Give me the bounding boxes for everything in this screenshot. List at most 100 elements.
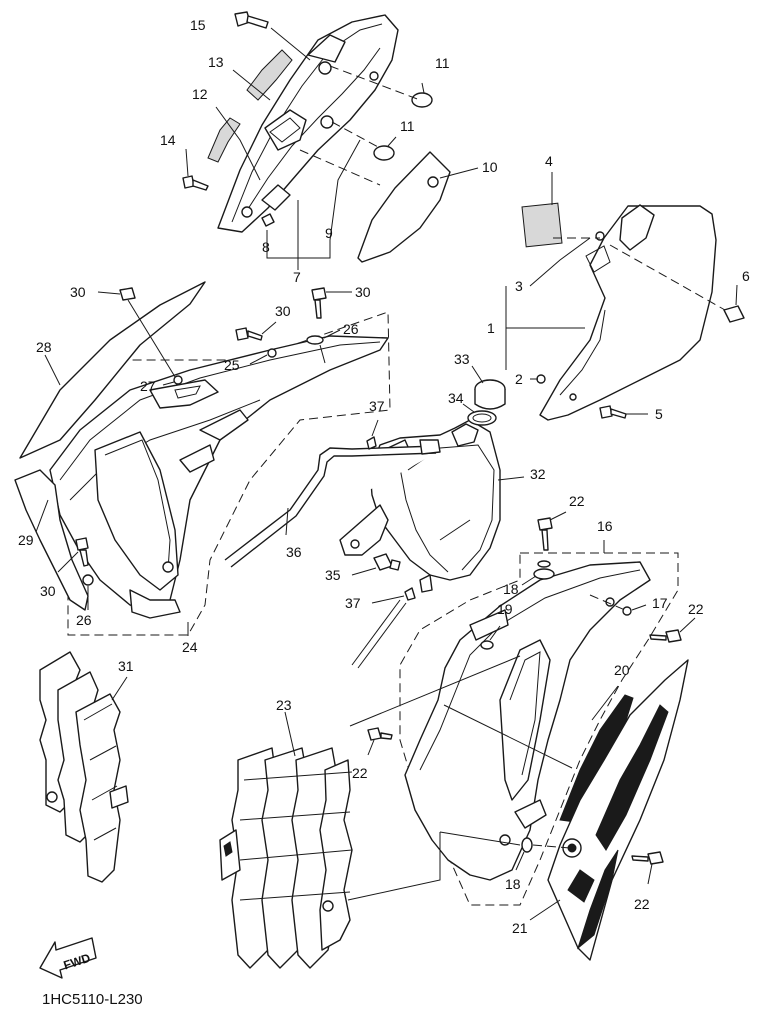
callout-26a: 26 xyxy=(343,321,359,337)
sheet-4 xyxy=(521,202,563,248)
callout-17: 17 xyxy=(652,595,668,611)
seal-13 xyxy=(246,49,293,101)
seal-34 xyxy=(462,403,497,426)
callout-1: 1 xyxy=(487,320,495,336)
cover-leaders xyxy=(185,27,479,270)
bolt-22-right xyxy=(649,617,696,643)
cap-33 xyxy=(471,365,506,410)
callout-12: 12 xyxy=(192,86,208,102)
collar-11b xyxy=(373,145,395,161)
callout-30d: 30 xyxy=(40,583,56,599)
seal-12 xyxy=(207,117,241,163)
callout-34: 34 xyxy=(448,390,464,406)
grommet-18-top xyxy=(521,560,555,586)
callout-25: 25 xyxy=(224,357,240,373)
callout-23: 23 xyxy=(276,697,292,713)
collar-11a xyxy=(369,71,433,108)
collar-27 xyxy=(162,375,183,386)
fuel-hose-36 xyxy=(224,445,437,568)
bolt-6 xyxy=(609,244,745,323)
callout-22c: 22 xyxy=(352,765,368,781)
callout-10: 10 xyxy=(482,159,498,175)
breather-tube xyxy=(419,574,433,593)
bolt-30-mid xyxy=(311,287,352,319)
grommet-26-top xyxy=(306,329,341,345)
callout-11b: 11 xyxy=(400,118,415,134)
clip-37-top xyxy=(366,419,379,450)
callout-15: 15 xyxy=(190,17,206,33)
callout-26b: 26 xyxy=(76,612,92,628)
bolt-35 xyxy=(351,553,401,576)
callout-30c: 30 xyxy=(275,303,291,319)
drawing-code: 1HC5110-L230 xyxy=(42,991,143,1008)
radiator-cover-16 xyxy=(399,552,679,906)
callout-37a: 37 xyxy=(369,398,385,414)
callout-24: 24 xyxy=(182,639,198,655)
graphic-21 xyxy=(547,659,689,961)
callout-labels: 15 13 12 14 11 11 10 4 8 9 7 6 3 1 2 5 3… xyxy=(18,17,750,1008)
callout-30b: 30 xyxy=(355,284,371,300)
callout-18a: 18 xyxy=(503,581,519,597)
callout-18b: 18 xyxy=(505,876,521,892)
callout-20: 20 xyxy=(614,662,630,678)
callout-36: 36 xyxy=(286,544,302,560)
callout-37b: 37 xyxy=(345,595,361,611)
clip-8 xyxy=(261,213,275,227)
grommet-26-bottom xyxy=(82,574,94,610)
callout-3: 3 xyxy=(515,278,523,294)
collar-25 xyxy=(249,348,277,365)
callout-33: 33 xyxy=(454,351,470,367)
callout-7: 7 xyxy=(293,269,301,285)
callout-19: 19 xyxy=(497,601,513,617)
side-cover xyxy=(539,204,717,421)
radiator-guard-31 xyxy=(39,651,129,883)
callout-30a: 30 xyxy=(70,284,86,300)
callout-21: 21 xyxy=(512,920,528,936)
bolt-22-bottom xyxy=(631,851,664,885)
plate-10 xyxy=(357,151,451,263)
callout-2: 2 xyxy=(515,371,523,387)
callout-28: 28 xyxy=(36,339,52,355)
grommet-18-bottom xyxy=(515,837,533,871)
bolt-22-left xyxy=(367,727,393,756)
callout-22b: 22 xyxy=(688,601,704,617)
bolt-22-top xyxy=(537,511,567,551)
callout-9: 9 xyxy=(325,225,333,241)
callout-31: 31 xyxy=(118,658,134,674)
callout-13: 13 xyxy=(208,54,224,70)
collar-19 xyxy=(480,625,501,650)
callout-22a: 22 xyxy=(569,493,585,509)
radiator-guard-23 xyxy=(219,711,353,969)
bolt-15 xyxy=(234,11,269,29)
bolt-5 xyxy=(599,405,648,419)
graphic-29 xyxy=(14,469,89,611)
fwd-arrow-icon: FWD xyxy=(39,937,97,979)
callout-6: 6 xyxy=(742,268,750,284)
bolt-30-right xyxy=(235,321,277,341)
bolt-30-top xyxy=(97,287,181,386)
fuel-joint xyxy=(419,439,441,455)
air-filter-case-cover xyxy=(217,14,399,233)
graphic-28 xyxy=(19,281,206,459)
callout-8: 8 xyxy=(262,239,270,255)
bolt-14 xyxy=(182,175,209,191)
callout-29: 29 xyxy=(18,532,34,548)
callout-4: 4 xyxy=(545,153,553,169)
sidecover-leaders xyxy=(505,172,600,380)
callout-35: 35 xyxy=(325,567,341,583)
right-group-leaders xyxy=(347,540,626,921)
callout-22d: 22 xyxy=(634,896,650,912)
radiator-cover-24 xyxy=(49,311,391,636)
collar-2 xyxy=(536,374,546,384)
callout-27: 27 xyxy=(140,378,156,394)
callout-11a: 11 xyxy=(435,55,450,71)
bolt-30-bottom xyxy=(57,537,89,573)
callout-5: 5 xyxy=(655,406,663,422)
collar-17 xyxy=(622,604,647,616)
tank-leaders xyxy=(497,476,525,481)
left-group-leaders xyxy=(35,344,326,636)
callout-32: 32 xyxy=(530,466,546,482)
clip-37-bottom xyxy=(351,587,416,669)
callout-16: 16 xyxy=(597,518,613,534)
